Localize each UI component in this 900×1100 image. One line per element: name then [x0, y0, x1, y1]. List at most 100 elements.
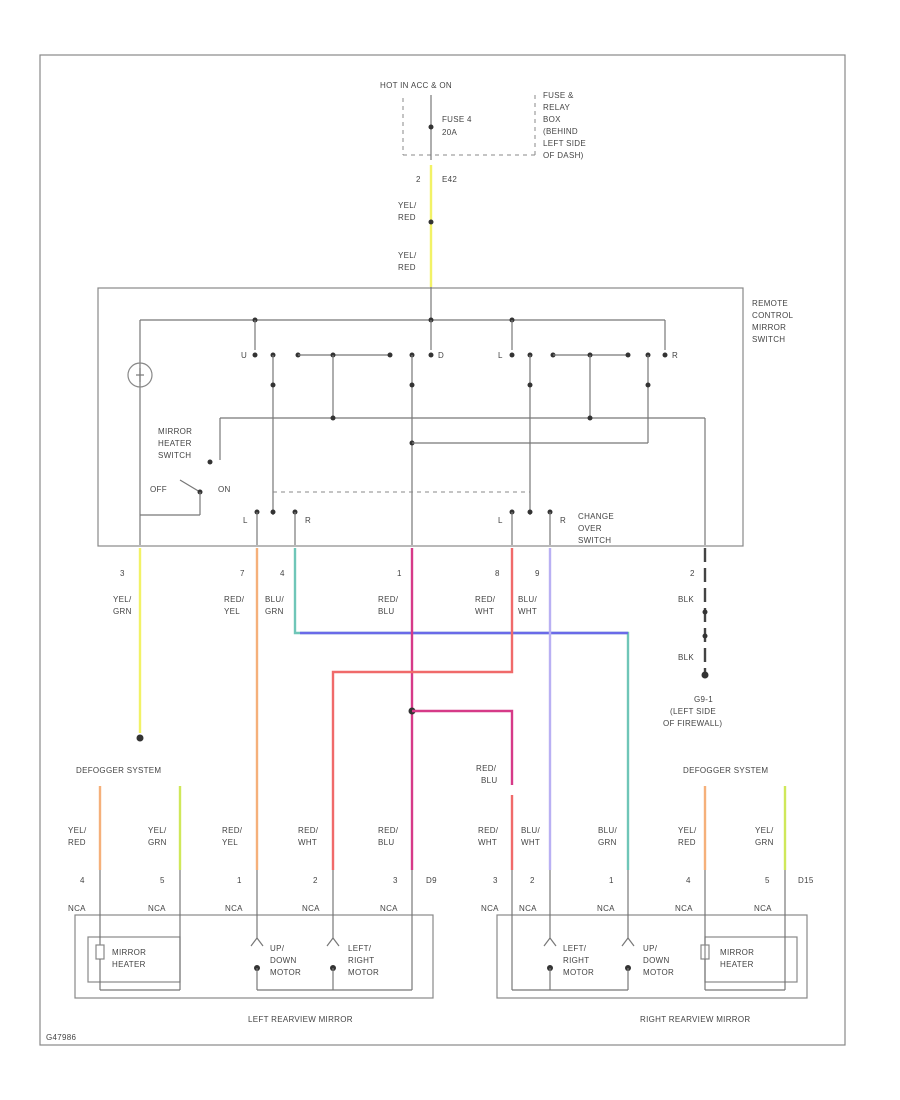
label-red-yel-b: YEL [224, 607, 240, 616]
label-nca-r4: NCA [675, 904, 693, 913]
label-nca-l3: NCA [225, 904, 243, 913]
label-blu-wht-b: WHT [518, 607, 537, 616]
label-figure-id: G47986 [46, 1033, 77, 1042]
label-l-red-wht-a: RED/ [298, 826, 319, 835]
label-heater-switch: MIRROR HEATER SWITCH [158, 427, 192, 460]
label-blu-grn-b: GRN [265, 607, 284, 616]
label-off: OFF [150, 485, 167, 494]
wire-blu-grn [293, 548, 630, 870]
wire-red-wht [331, 548, 514, 870]
label-r-leftright: LEFT/ RIGHT MOTOR [563, 944, 594, 977]
label-pin-3: 3 [120, 569, 125, 578]
svg-text:SWITCH: SWITCH [578, 536, 611, 545]
svg-text:RELAY: RELAY [543, 103, 571, 112]
label-l-updown: UP/ DOWN MOTOR [270, 944, 301, 977]
splice-feed [428, 219, 434, 225]
label-l-heater-1: MIRROR [112, 948, 146, 957]
splice-blk-1 [702, 609, 708, 615]
label-l-red-wht-b: WHT [298, 838, 317, 847]
svg-text:FUSE &: FUSE & [543, 91, 574, 100]
splice-530 [527, 382, 533, 388]
svg-text:MOTOR: MOTOR [643, 968, 674, 977]
splice-648 [645, 382, 651, 388]
label-r-co-left: R [305, 516, 311, 525]
label-l-pin-4: 4 [80, 876, 85, 885]
svg-text:MOTOR: MOTOR [563, 968, 594, 977]
label-pin-2-top: 2 [416, 175, 421, 184]
label-pin-1: 1 [397, 569, 402, 578]
switch-contact-4 [387, 352, 393, 358]
label-l-pin-1: 1 [237, 876, 242, 885]
label-nca-r1: NCA [481, 904, 499, 913]
label-pin-2: 2 [690, 569, 695, 578]
svg-text:OVER: OVER [578, 524, 602, 533]
fuse-terminal [428, 124, 434, 130]
label-fuse-amp: 20A [442, 128, 457, 137]
svg-text:MOTOR: MOTOR [270, 968, 301, 977]
label-l-row: L [498, 351, 503, 360]
svg-text:MOTOR: MOTOR [348, 968, 379, 977]
label-r-blu-wht-b: WHT [521, 838, 540, 847]
left-mirror-heater-icon [95, 870, 181, 991]
label-red-wht-a: RED/ [475, 595, 496, 604]
diagram-frame [39, 54, 846, 1046]
svg-text:HEATER: HEATER [158, 439, 192, 448]
label-pin-9: 9 [535, 569, 540, 578]
label-defogger-left: DEFOGGER SYSTEM [76, 766, 161, 775]
svg-text:MIRROR: MIRROR [158, 427, 192, 436]
label-r-yel-red-a: YEL/ [678, 826, 697, 835]
label-l-leftright: LEFT/ RIGHT MOTOR [348, 944, 379, 977]
ground-terminal [701, 671, 709, 679]
label-l-pin-5: 5 [160, 876, 165, 885]
label-r-co-right: R [560, 516, 566, 525]
label-red-yel-a: RED/ [224, 595, 245, 604]
label-r-red-wht-a: RED/ [478, 826, 499, 835]
svg-text:LEFT/: LEFT/ [348, 944, 372, 953]
svg-text:BOX: BOX [543, 115, 561, 124]
right-rearview-mirror [496, 914, 808, 999]
svg-text:CHANGE: CHANGE [578, 512, 614, 521]
label-r-blu-grn-b: GRN [598, 838, 617, 847]
label-yel-red-1a: YEL/ [398, 201, 417, 210]
label-l-co-right: L [498, 516, 503, 525]
svg-text:UP/: UP/ [643, 944, 658, 953]
label-r-row: R [672, 351, 678, 360]
label-r-yel-grn-a: YEL/ [755, 826, 774, 835]
label-l-red-blu-b: BLU [378, 838, 394, 847]
switch-contact-l-row [509, 352, 515, 358]
heater-switch-contact [207, 459, 213, 465]
label-change-over: CHANGE OVER SWITCH [578, 512, 614, 545]
heater-switch-blade [179, 479, 201, 493]
indicator-lamp-icon [127, 362, 153, 388]
label-l-yel-red-b: RED [68, 838, 86, 847]
label-red-wht-b: WHT [475, 607, 494, 616]
label-ground: G9-1 (LEFT SIDE OF FIREWALL) [663, 695, 722, 728]
svg-text:REMOTE: REMOTE [752, 299, 788, 308]
label-nca-l2: NCA [148, 904, 166, 913]
label-pin-7: 7 [240, 569, 245, 578]
label-nca-r5: NCA [754, 904, 772, 913]
label-r-pin-3: 3 [493, 876, 498, 885]
switch-contact-d-left [428, 352, 434, 358]
svg-text:(BEHIND: (BEHIND [543, 127, 578, 136]
label-nca-l5: NCA [380, 904, 398, 913]
label-hot: HOT IN ACC & ON [380, 81, 452, 90]
svg-text:RIGHT: RIGHT [348, 956, 374, 965]
label-l-pin-3: 3 [393, 876, 398, 885]
label-l-heater-2: HEATER [112, 960, 146, 969]
splice-333 [330, 415, 336, 421]
left-rearview-mirror [74, 914, 434, 999]
splice-273 [270, 382, 276, 388]
label-l-red-yel-b: YEL [222, 838, 238, 847]
label-left-mirror: LEFT REARVIEW MIRROR [248, 1015, 353, 1024]
label-r-pin-5: 5 [765, 876, 770, 885]
label-defogger-right: DEFOGGER SYSTEM [683, 766, 768, 775]
label-l-red-blu-a: RED/ [378, 826, 399, 835]
svg-text:G9-1: G9-1 [694, 695, 713, 704]
label-yel-red-1b: RED [398, 213, 416, 222]
label-yel-grn-b: GRN [113, 607, 132, 616]
label-fuse-box: FUSE & RELAY BOX (BEHIND LEFT SIDE OF DA… [543, 91, 586, 160]
label-conn-d9: D9 [426, 876, 437, 885]
label-red-blu-mid-a: RED/ [476, 764, 497, 773]
